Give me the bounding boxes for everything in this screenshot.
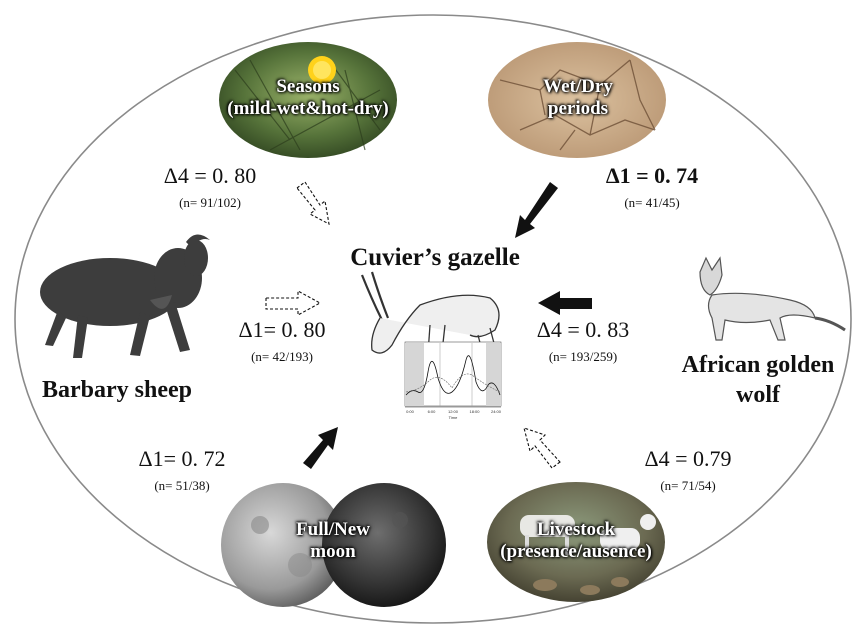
wetdry-label: Wet/Dry periods: [488, 76, 668, 120]
golden-wolf-label-line1: African golden: [658, 350, 858, 380]
barbary-sheep-image: [40, 234, 210, 358]
african-golden-wolf-image: [700, 258, 845, 340]
seasons-n: (n= 91/102): [140, 195, 280, 211]
moon-label-line2: moon: [243, 541, 423, 563]
arrow-wetdry-to-gazelle: [515, 182, 558, 238]
seasons-label-line2: (mild-wet&hot-dry): [218, 98, 398, 120]
livestock-label: Livestock (presence/ausence): [486, 519, 666, 563]
barbary-sheep-label: Barbary sheep: [12, 375, 222, 405]
inset-chart-ticks: 0:00 6:00 12:00 18:00 24:00Time: [406, 409, 502, 420]
inset-tick-label: 6:00: [428, 409, 437, 414]
wetdry-label-line1: Wet/Dry: [488, 76, 668, 98]
arrow-seasons-to-gazelle: [297, 182, 329, 224]
livestock-delta: Δ4 = 0.79: [618, 446, 758, 472]
inset-tick-label: 18:00: [469, 409, 480, 414]
wolf-delta: Δ4 = 0. 83: [508, 317, 658, 343]
wolf-n: (n= 193/259): [508, 349, 658, 365]
activity-inset-chart: [405, 342, 501, 407]
moon-n: (n= 51/38): [112, 478, 252, 494]
moon-label: Full/New moon: [243, 519, 423, 563]
gazelle-title: Cuvier’s gazelle: [335, 244, 535, 272]
inset-tick-label: 24:00: [491, 409, 502, 414]
seasons-delta: Δ4 = 0. 80: [140, 163, 280, 189]
seasons-label-line1: Seasons: [218, 76, 398, 98]
arrow-barbary-to-gazelle: [266, 291, 320, 315]
arrow-livestock-to-gazelle: [524, 428, 560, 468]
inset-tick-label: 12:00: [448, 409, 459, 414]
moon-label-line1: Full/New: [243, 519, 423, 541]
arrow-wolf-to-gazelle: [538, 291, 592, 315]
arrow-moon-to-gazelle: [303, 427, 338, 469]
inset-x-axis-label: Time: [449, 415, 459, 420]
livestock-label-line2: (presence/ausence): [486, 541, 666, 563]
barbary-delta: Δ1= 0. 80: [212, 317, 352, 343]
golden-wolf-label-line2: wolf: [658, 380, 858, 410]
wetdry-n: (n= 41/45): [582, 195, 722, 211]
livestock-n: (n= 71/54): [618, 478, 758, 494]
inset-tick-label: 0:00: [406, 409, 415, 414]
seasons-label: Seasons (mild-wet&hot-dry): [218, 76, 398, 120]
wetdry-label-line2: periods: [488, 98, 668, 120]
moon-delta: Δ1= 0. 72: [112, 446, 252, 472]
golden-wolf-label: African golden wolf: [658, 350, 858, 410]
livestock-label-line1: Livestock: [486, 519, 666, 541]
wetdry-delta: Δ1 = 0. 74: [582, 163, 722, 189]
barbary-n: (n= 42/193): [212, 349, 352, 365]
